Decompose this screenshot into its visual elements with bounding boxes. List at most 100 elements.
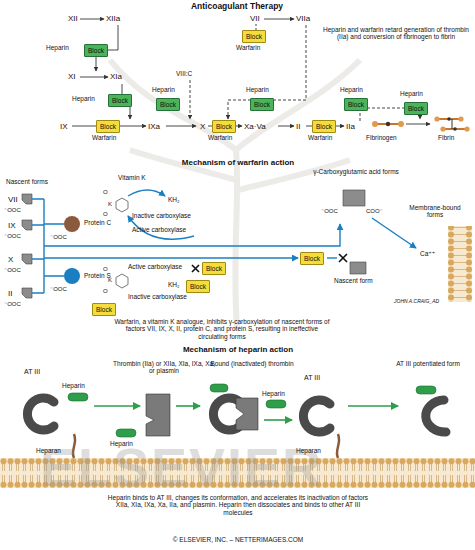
text-label: ⁻OOC [4, 301, 21, 308]
heparin-block-box: Block [344, 98, 368, 111]
block-label: Block [304, 254, 320, 263]
warfarin-block-box: Block [242, 30, 266, 43]
text-label: O [103, 211, 108, 218]
cell-membrane [448, 226, 472, 302]
at-iii-molecule [27, 398, 446, 432]
warfarin-block-box: Block [300, 252, 324, 265]
section-heading: Mechanism of warfarin action [128, 158, 348, 167]
thrombin-molecule [146, 394, 258, 436]
text-label: XII [68, 14, 78, 23]
text-label: AT III [304, 374, 320, 382]
text-label: JOHN A.CRAIG_AD [394, 299, 439, 305]
warfarin-block-box: Block [92, 303, 116, 316]
block-label: Block [100, 122, 116, 131]
text-label: Heparin [46, 44, 69, 51]
block-label: Block [316, 122, 332, 131]
text-label: Heparin [340, 86, 363, 93]
block-label: Block [96, 305, 112, 314]
text-label: IXa [148, 122, 160, 131]
text-label: AT III [24, 368, 40, 376]
block-label: Block [190, 282, 206, 291]
note-text: γ-Carboxyglutamic acid forms [306, 168, 406, 175]
text-label: IIa [346, 122, 355, 131]
section-heading: Mechanism of heparin action [128, 345, 348, 354]
heparin-block-box: Block [84, 44, 108, 57]
text-label: ⁻OOC [4, 267, 21, 274]
text-label: KH₂ [168, 196, 180, 203]
text-label: O [103, 189, 108, 196]
note-text: Heparin binds to AT III, changes its con… [106, 494, 370, 516]
text-label: Heparin [400, 90, 423, 97]
text-label: XIa [110, 72, 122, 81]
heparin-block-box: Block [250, 98, 274, 111]
text-label: II [296, 122, 300, 131]
warfarin-block-box: Block [96, 120, 120, 133]
text-label: Fibrinogen [366, 134, 397, 141]
text-label: Ca⁺⁺ [420, 250, 435, 257]
warfarin-block-box: Block [202, 262, 226, 275]
heparin-molecule [68, 384, 436, 437]
text-label: Heparin [262, 390, 285, 397]
text-label: XIIa [106, 14, 120, 23]
text-label: VIII:C [176, 70, 192, 77]
text-label: ⁻OOC [50, 234, 67, 241]
block-label: Block [88, 46, 104, 55]
reaction-arrows [94, 406, 398, 420]
tree-background [110, 60, 360, 330]
text-label: XI [68, 72, 76, 81]
note-text: Membrane-bound forms [403, 204, 467, 219]
text-label: VIIa [296, 14, 310, 23]
heparin-block-box: Block [404, 102, 428, 115]
text-label: VII [8, 195, 18, 204]
protein-c-shape [64, 216, 80, 232]
protein-s-shape [64, 268, 80, 284]
text-label: Inactive carboxylase [128, 293, 187, 300]
text-label: K [108, 277, 112, 284]
text-label: ⁻OOC [321, 208, 338, 215]
note-text: © ELSEVIER, INC. – NETTERIMAGES.COM [118, 536, 358, 543]
text-label: X [200, 122, 205, 131]
block-label: Block [160, 100, 176, 109]
block-label: Block [246, 32, 262, 41]
heparin-block-box: Block [108, 94, 132, 107]
text-label: ⁻OOC [50, 286, 67, 293]
text-label: Vitamin K [118, 174, 146, 181]
text-label: II [8, 289, 12, 298]
block-label: Block [216, 122, 232, 131]
watermark: ELSEVIER [40, 436, 323, 498]
warfarin-block-box: Block [312, 120, 336, 133]
text-label: Heparin [152, 86, 175, 93]
text-label: Active carboxylase [128, 263, 182, 270]
block-label: Block [254, 100, 270, 109]
text-label: Warfarin [236, 44, 260, 51]
block-label: Block [408, 104, 424, 113]
text-label: Warfarin [308, 134, 332, 141]
vitamin-k-ring [116, 198, 128, 288]
text-label: Heparin [110, 440, 133, 447]
block-label: Block [112, 96, 128, 105]
nascent-factor-shapes [22, 190, 366, 298]
fibrin-polymer [434, 116, 469, 131]
text-label: O [103, 288, 108, 295]
block-label: Block [206, 264, 222, 273]
text-label: Inactive carboxylase [132, 212, 191, 219]
note-text: Bound (inactivated) thrombin [210, 360, 294, 367]
text-label: IX [8, 221, 16, 230]
warfarin-block-box: Block [212, 120, 236, 133]
text-label: COO⁻ [366, 208, 383, 215]
block-label: Block [348, 100, 364, 109]
text-label: ⁻OOC [4, 233, 21, 240]
text-label: KH₂ [168, 281, 180, 288]
note-text: AT III potentiated form [392, 360, 464, 367]
carboxylation-flow [32, 190, 416, 293]
heparin-block-box: Block [156, 98, 180, 111]
text-label: Warfarin [208, 134, 232, 141]
text-label: IX [60, 122, 68, 131]
text-label: Protein C [84, 219, 111, 226]
text-label: Heparin [72, 95, 95, 102]
diagram-title: Anticoagulant Therapy [137, 2, 337, 12]
fibrinogen-molecule [372, 121, 404, 127]
text-label: Heparan [36, 447, 61, 454]
text-label: X [8, 255, 13, 264]
text-label: K [108, 201, 112, 208]
